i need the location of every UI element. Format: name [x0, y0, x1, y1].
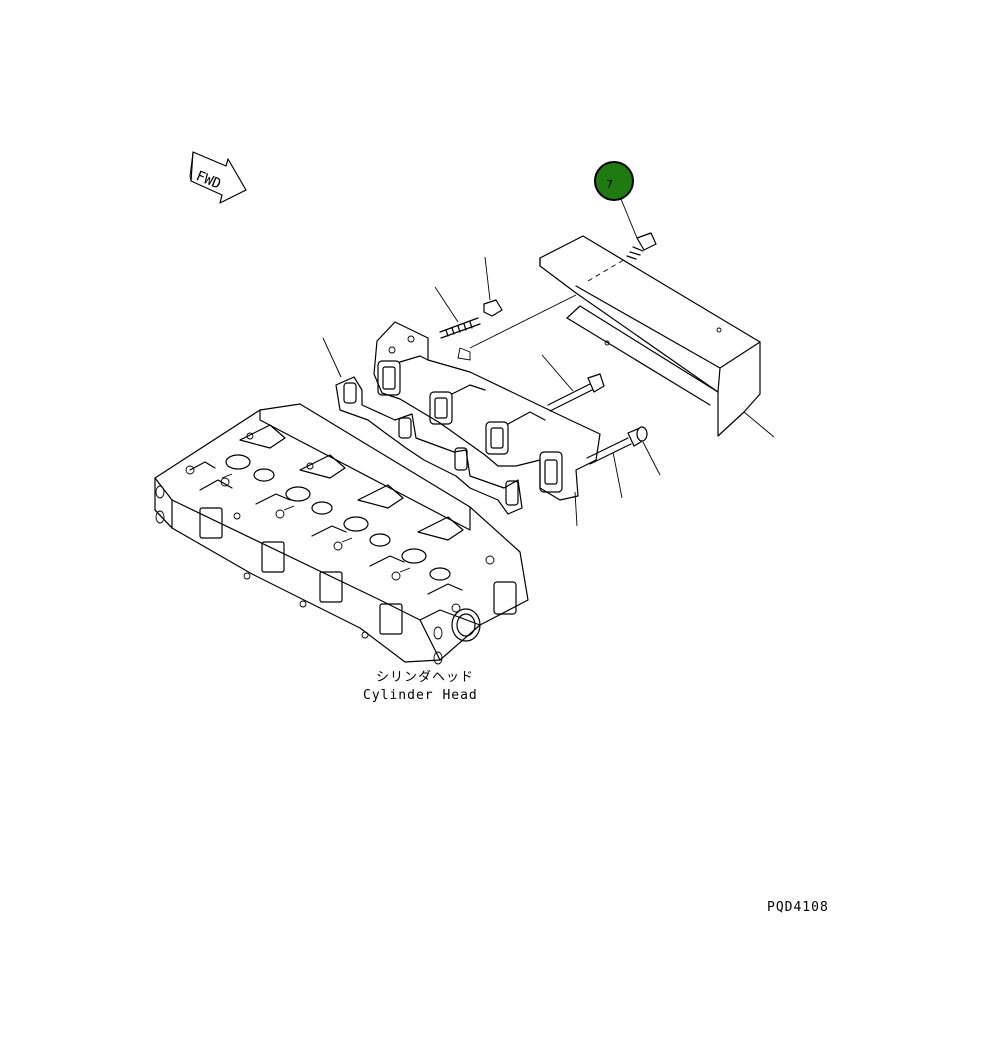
fwd-arrow-icon: FWD	[189, 151, 247, 204]
exhaust-manifold	[373, 294, 601, 527]
callout-7[interactable]: 7	[594, 161, 638, 239]
manifold-studs	[434, 256, 661, 499]
drawing-code: PQD4108	[767, 900, 829, 915]
cylinder-head	[154, 403, 529, 665]
callout-number: 7	[606, 178, 613, 191]
heat-shield-cover	[539, 235, 775, 438]
manifold-gasket	[322, 337, 523, 515]
callout-circle	[594, 161, 634, 201]
cover-bolt	[587, 232, 657, 282]
cylinder-head-label-en: Cylinder Head	[363, 688, 478, 703]
cylinder-head-label-jp: シリンダヘッド	[376, 670, 474, 685]
